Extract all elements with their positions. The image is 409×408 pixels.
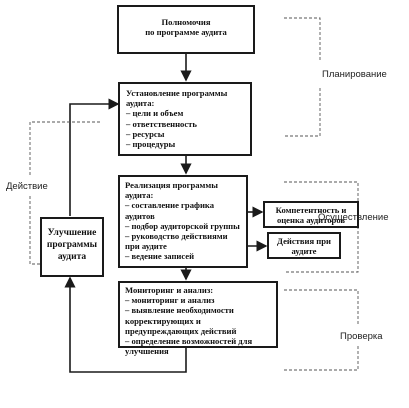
monitor-box: Мониторинг и анализ: мониторинг и анализ… [118,281,278,356]
label-acting: Действие [6,181,48,192]
actions-box: Действия при аудите [267,232,341,259]
establish-box: Установление программы аудита: цели и об… [118,82,252,156]
checking-bracket-bottom [284,346,359,371]
competence-box: Компетентность и оценка аудиторов [263,201,359,228]
actions-text: Действия при аудите [277,236,331,257]
label-planning: Планирование [322,69,387,80]
competence-text: Компетентность и оценка аудиторов [275,205,347,226]
authority-line2: по программе аудита [145,27,227,38]
planning-bracket-bottom [284,88,321,137]
checking-bracket-top [284,289,359,326]
arrow-improve-to-establish [69,98,120,216]
establish-item: цели и объем [126,108,244,118]
label-doing: Осуществление [318,212,389,223]
label-checking: Проверка [340,331,383,342]
implement-item: подбор аудиторской группы [125,221,241,231]
establish-item: процедуры [126,139,244,149]
monitor-item: выявление необходимости корректирующих и… [125,305,271,336]
monitor-item: определение возможностей для улучшения [125,336,271,356]
establish-title: Установление программы аудита: [126,88,228,109]
implement-title: Реализация программы аудита: [125,180,218,201]
establish-item: ответственность [126,119,244,129]
monitor-title: Мониторинг и анализ: [125,285,214,295]
authority-box: Полномочия по программе аудита [117,5,255,54]
implement-item: составление графика аудитов [125,200,241,220]
doing-bracket-top [284,181,359,206]
improve-box: Улучшение программы аудита [40,217,104,277]
acting-bracket-top [29,121,100,176]
arrow-monitor-to-improve [64,276,187,373]
monitor-item: мониторинг и анализ [125,295,271,305]
implement-item: руководство действиями при аудите [125,231,241,251]
implement-item: ведение записей [125,251,241,261]
planning-bracket-top [284,17,321,62]
authority-line1: Полномочия [161,17,211,27]
improve-text: Улучшение программы аудита [46,228,98,262]
implement-box: Реализация программы аудита: составление… [118,175,248,268]
doing-bracket-bottom [284,226,359,273]
establish-item: ресурсы [126,129,244,139]
